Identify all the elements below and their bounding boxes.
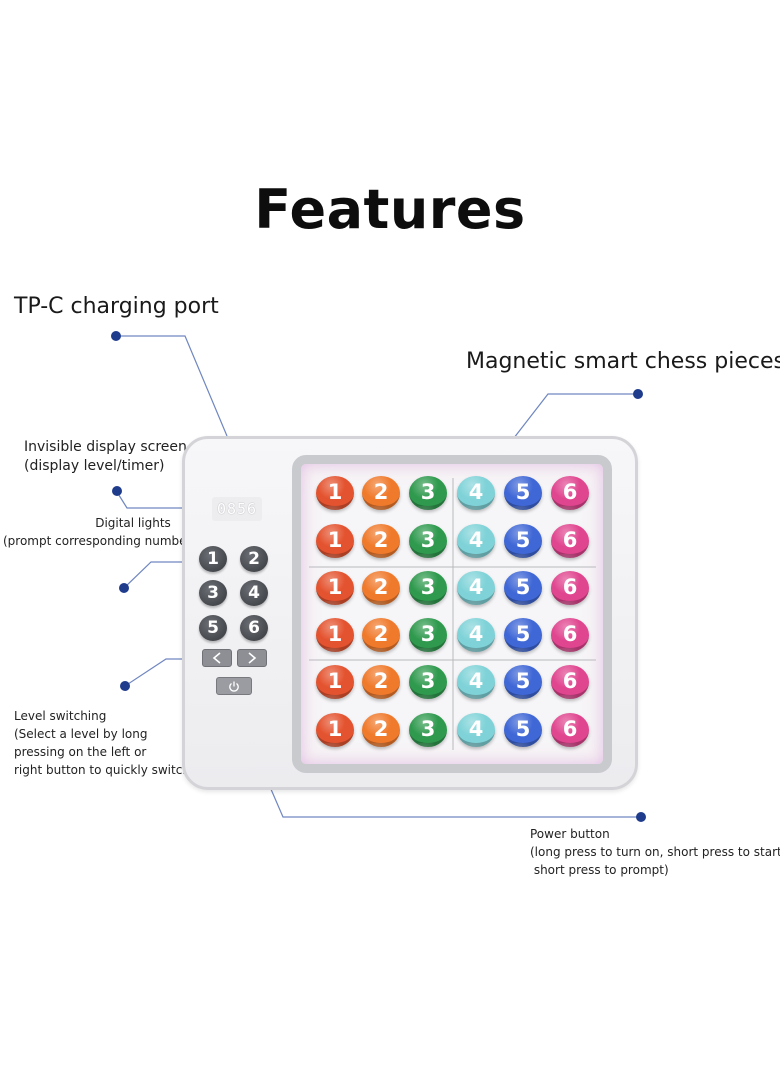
chess-piece[interactable]: 1 xyxy=(316,524,354,558)
chess-piece[interactable]: 5 xyxy=(504,524,542,558)
chess-piece[interactable]: 4 xyxy=(457,476,495,510)
power-icon xyxy=(229,681,239,692)
chess-piece[interactable]: 2 xyxy=(362,713,400,747)
chess-piece[interactable]: 3 xyxy=(409,618,447,652)
power-button[interactable] xyxy=(216,677,252,695)
chess-piece[interactable]: 2 xyxy=(362,476,400,510)
chevron-right-icon xyxy=(248,652,257,664)
chess-piece[interactable]: 1 xyxy=(316,713,354,747)
chess-piece[interactable]: 6 xyxy=(551,524,589,558)
chess-piece[interactable]: 5 xyxy=(504,713,542,747)
chess-piece[interactable]: 4 xyxy=(457,665,495,699)
chess-piece[interactable]: 6 xyxy=(551,476,589,510)
chess-piece[interactable]: 5 xyxy=(504,571,542,605)
callout-dot-chess-pieces xyxy=(633,389,643,399)
chess-piece[interactable]: 4 xyxy=(457,571,495,605)
chevron-left-icon xyxy=(212,652,221,664)
number-button-2[interactable]: 2 xyxy=(240,546,268,572)
display-screen: 0856 xyxy=(212,497,262,521)
level-left-button[interactable] xyxy=(202,649,232,667)
callout-dot-level-switching xyxy=(120,681,130,691)
chess-piece[interactable]: 2 xyxy=(362,571,400,605)
label-chess-pieces: Magnetic smart chess pieces xyxy=(466,349,780,374)
chess-piece[interactable]: 4 xyxy=(457,618,495,652)
chess-piece[interactable]: 4 xyxy=(457,713,495,747)
number-button-1[interactable]: 1 xyxy=(199,546,227,572)
label-charging-port: TP-C charging port xyxy=(14,294,219,319)
chess-piece[interactable]: 4 xyxy=(457,524,495,558)
chess-piece[interactable]: 3 xyxy=(409,665,447,699)
callout-dot-display-screen xyxy=(112,486,122,496)
callout-dot-power-button xyxy=(636,812,646,822)
chess-piece[interactable]: 3 xyxy=(409,713,447,747)
line-charging-port xyxy=(116,335,228,437)
chess-piece[interactable]: 6 xyxy=(551,665,589,699)
chess-piece[interactable]: 6 xyxy=(551,571,589,605)
chess-piece[interactable]: 5 xyxy=(504,665,542,699)
callout-dot-digital-lights xyxy=(119,583,129,593)
chess-piece[interactable]: 5 xyxy=(504,476,542,510)
chess-piece[interactable]: 1 xyxy=(316,571,354,605)
chess-piece[interactable]: 3 xyxy=(409,524,447,558)
line-display-screen xyxy=(116,491,209,509)
page-title: Features xyxy=(254,178,526,241)
chess-piece[interactable]: 1 xyxy=(316,618,354,652)
chess-piece[interactable]: 2 xyxy=(362,618,400,652)
chess-piece[interactable]: 3 xyxy=(409,476,447,510)
chess-piece[interactable]: 1 xyxy=(316,665,354,699)
chess-piece[interactable]: 1 xyxy=(316,476,354,510)
label-level-switching: Level switching (Select a level by long … xyxy=(14,709,195,777)
number-button-3[interactable]: 3 xyxy=(199,580,227,606)
chess-piece[interactable]: 2 xyxy=(362,665,400,699)
chess-piece[interactable]: 6 xyxy=(551,618,589,652)
level-right-button[interactable] xyxy=(237,649,267,667)
chess-piece[interactable]: 5 xyxy=(504,618,542,652)
chess-piece[interactable]: 2 xyxy=(362,524,400,558)
chess-piece[interactable]: 3 xyxy=(409,571,447,605)
number-button-4[interactable]: 4 xyxy=(240,580,268,606)
chess-piece[interactable]: 6 xyxy=(551,713,589,747)
number-button-5[interactable]: 5 xyxy=(199,615,227,641)
label-display-screen: Invisible display screen (display level/… xyxy=(24,439,187,474)
label-power-button: Power button (long press to turn on, sho… xyxy=(530,827,780,877)
callout-dot-charging-port xyxy=(111,331,121,341)
number-button-6[interactable]: 6 xyxy=(240,615,268,641)
